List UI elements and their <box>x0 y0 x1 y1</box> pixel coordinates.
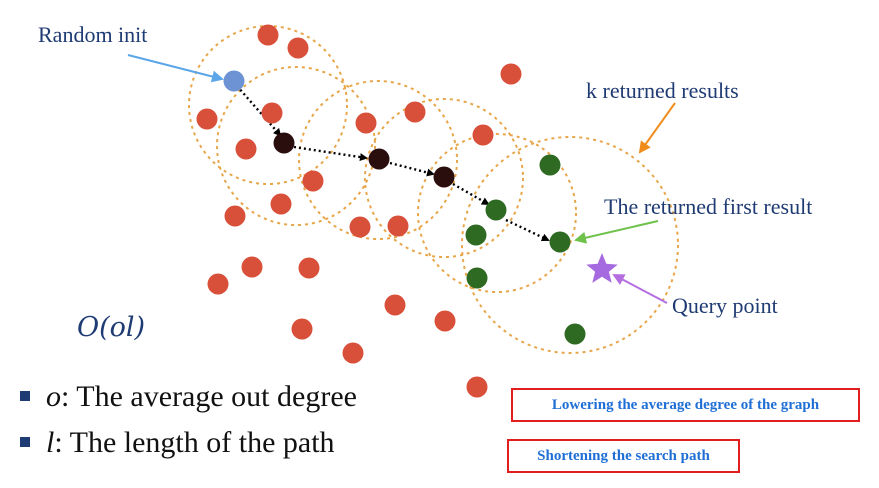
result-nodes <box>465 154 586 345</box>
node <box>434 310 456 332</box>
node <box>235 138 257 160</box>
node <box>224 205 246 227</box>
visited-node <box>433 166 455 188</box>
result-node <box>539 154 561 176</box>
node <box>196 108 218 130</box>
path-edge <box>236 85 282 137</box>
node <box>355 112 377 134</box>
result-circle <box>461 136 679 354</box>
bullet-var: o <box>46 380 61 413</box>
shorten-path-box: Shortening the search path <box>507 439 740 473</box>
path-edge <box>505 218 550 242</box>
bullet-text: : The average out degree <box>61 380 357 413</box>
neighborhood-circle <box>216 66 376 226</box>
visited-node <box>273 132 295 154</box>
bullet-text: : The length of the path <box>54 426 335 459</box>
node <box>387 215 409 237</box>
query-point-arrow <box>612 274 668 304</box>
random-init-arrow <box>127 54 224 83</box>
node <box>466 376 488 398</box>
node <box>342 342 364 364</box>
node <box>404 101 426 123</box>
first-result-arrow <box>574 220 659 244</box>
path-edge <box>452 182 490 206</box>
path-edge <box>389 161 435 177</box>
node <box>472 124 494 146</box>
node <box>241 256 263 278</box>
k-results-arrow <box>638 102 676 154</box>
random-init-label: Random init <box>38 22 148 47</box>
node <box>349 216 371 238</box>
node <box>302 170 324 192</box>
node <box>500 63 522 85</box>
result-node <box>466 267 488 289</box>
node <box>270 193 292 215</box>
node <box>287 37 309 59</box>
red-nodes <box>196 24 522 398</box>
node <box>291 318 313 340</box>
neighborhood-circle <box>364 98 524 258</box>
random-init-node <box>223 70 245 92</box>
neighborhood-circles <box>188 25 679 354</box>
path-edge <box>293 145 368 162</box>
neighborhood-circle <box>298 80 458 240</box>
lower-degree-box: Lowering the average degree of the graph <box>511 388 860 422</box>
bullet-path-length: l: The length of the path <box>20 426 335 460</box>
first-result-node <box>549 231 571 253</box>
visited-nodes <box>273 132 455 188</box>
k-returned-label: k returned results <box>586 78 739 103</box>
bullet-degree: o: The average out degree <box>20 380 357 414</box>
node <box>257 24 279 46</box>
bullet-var: l <box>46 426 55 459</box>
neighborhood-circle <box>417 133 577 293</box>
result-node <box>485 199 507 221</box>
result-node <box>564 323 586 345</box>
node <box>261 102 283 124</box>
node <box>207 273 229 295</box>
result-node <box>465 224 487 246</box>
query-point-label: Query point <box>672 293 778 318</box>
bullet-square-icon <box>20 437 30 448</box>
node <box>298 257 320 279</box>
bullet-square-icon <box>20 391 30 402</box>
node <box>384 294 406 316</box>
first-result-label: The returned first result <box>604 194 813 219</box>
search-path <box>236 85 550 242</box>
query-star <box>586 253 618 283</box>
complexity-formula: O(ol) <box>77 312 146 343</box>
visited-node <box>368 148 390 170</box>
